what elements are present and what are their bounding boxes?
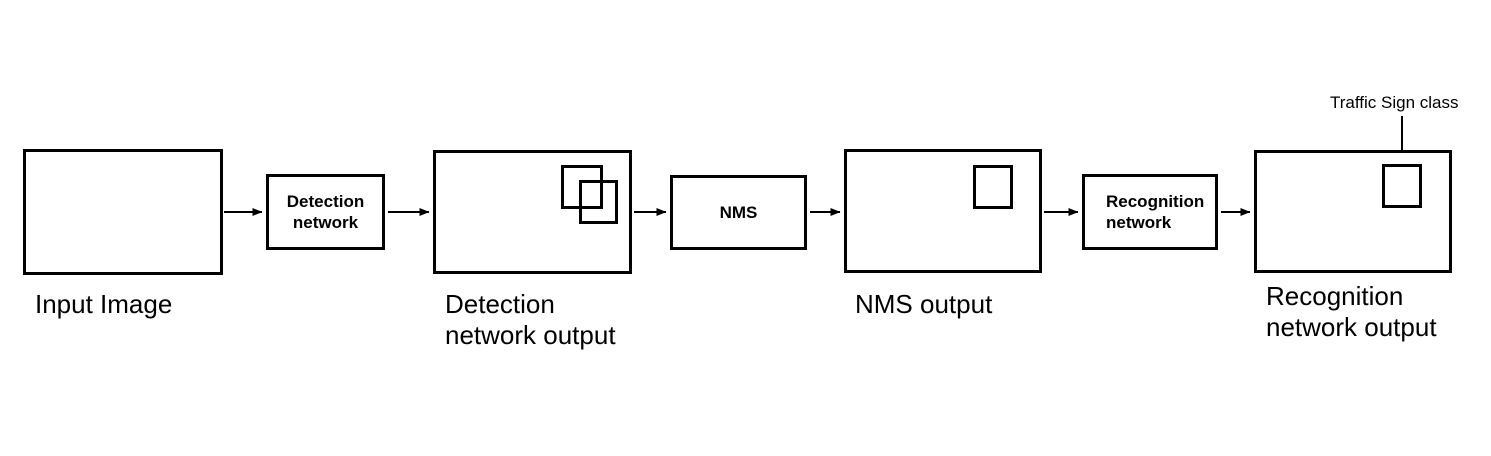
detection-output-caption: Detection network output [445, 289, 616, 350]
nms-output-caption: NMS output [855, 289, 993, 319]
recognition-network-label: Recognition network [1106, 192, 1205, 232]
recognized-sign-box [1382, 164, 1422, 208]
nms-output-box [844, 149, 1042, 273]
detection-network-label: Detection network [286, 192, 365, 232]
nms-label: NMS [719, 203, 758, 222]
detection-bounding-box-1 [561, 165, 603, 209]
detection-bounding-box-2 [579, 180, 618, 224]
nms-box: NMS [670, 175, 807, 250]
recognition-output-box [1254, 150, 1452, 273]
input-image-caption: Input Image [35, 289, 173, 319]
input-image-box [23, 149, 223, 275]
detection-network-box: Detection network [266, 174, 385, 250]
recognition-network-box: Recognition network [1082, 174, 1218, 250]
recognition-output-caption: Recognition network output [1266, 281, 1437, 342]
detection-output-box [433, 150, 632, 274]
nms-bounding-box [973, 165, 1013, 209]
traffic-sign-class-label: Traffic Sign class [1330, 93, 1459, 112]
